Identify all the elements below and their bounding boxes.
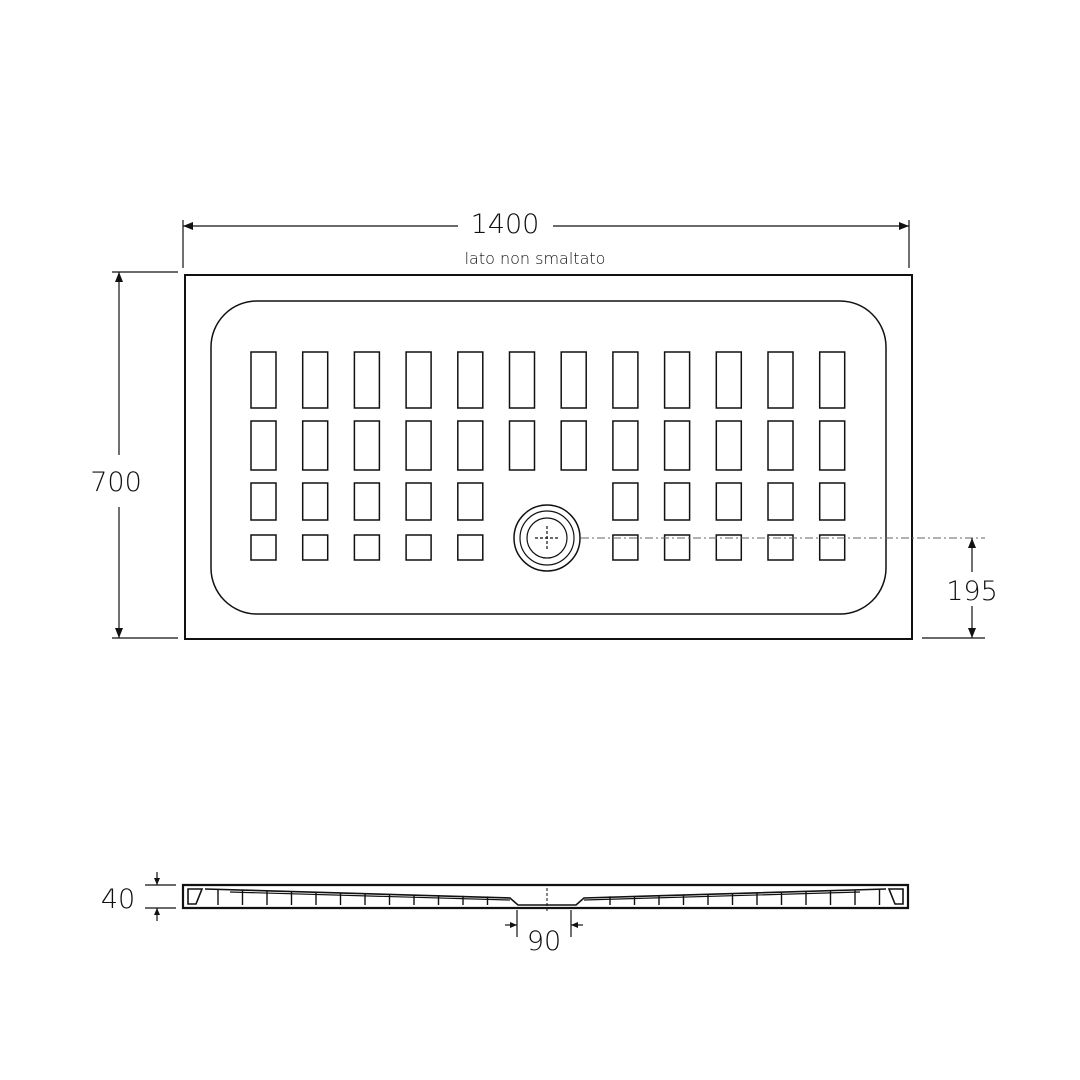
anti-slip-slot bbox=[612, 351, 639, 409]
drain-icon bbox=[513, 504, 581, 572]
anti-slip-slot bbox=[612, 482, 639, 521]
width-label: 1400 bbox=[471, 209, 540, 240]
anti-slip-slot bbox=[767, 420, 794, 471]
anti-slip-slot bbox=[508, 420, 536, 471]
anti-slip-slot bbox=[405, 351, 432, 409]
anti-slip-slot bbox=[818, 482, 846, 521]
width-dimension: 1400 lato non smaltato bbox=[182, 209, 910, 268]
anti-slip-slot bbox=[663, 482, 691, 521]
anti-slip-slot bbox=[405, 534, 432, 561]
anti-slip-slot bbox=[405, 420, 432, 471]
anti-slip-slot bbox=[818, 534, 846, 561]
anti-slip-slot bbox=[612, 534, 639, 561]
anti-slip-slot bbox=[663, 351, 691, 409]
anti-slip-slot bbox=[353, 534, 381, 561]
anti-slip-slot bbox=[508, 351, 536, 409]
anti-slip-slot bbox=[457, 420, 484, 471]
anti-slip-slot bbox=[301, 482, 329, 521]
anti-slip-slot bbox=[715, 420, 743, 471]
anti-slip-slot bbox=[457, 534, 484, 561]
anti-slip-slot bbox=[663, 420, 691, 471]
anti-slip-slot bbox=[715, 351, 743, 409]
drain-offset-label: 195 bbox=[946, 576, 998, 607]
anti-slip-slot bbox=[767, 534, 794, 561]
anti-slip-slot bbox=[301, 351, 329, 409]
anti-slip-slot bbox=[560, 420, 587, 471]
anti-slip-slot bbox=[353, 351, 381, 409]
anti-slip-slot bbox=[301, 420, 329, 471]
anti-slip-slot bbox=[818, 420, 846, 471]
anti-slip-slot bbox=[663, 534, 691, 561]
anti-slip-slot bbox=[250, 351, 277, 409]
anti-slip-slot bbox=[457, 482, 484, 521]
anti-slip-slot bbox=[715, 482, 743, 521]
anti-slip-slot bbox=[405, 482, 432, 521]
tray-inner-basin bbox=[210, 300, 887, 615]
anti-slip-slot bbox=[767, 482, 794, 521]
anti-slip-slot bbox=[301, 534, 329, 561]
anti-slip-slot bbox=[715, 534, 743, 561]
anti-slip-slot bbox=[457, 351, 484, 409]
drain-width-label: 90 bbox=[527, 926, 561, 957]
anti-slip-slot bbox=[250, 420, 277, 471]
height-label: 40 bbox=[101, 884, 135, 915]
anti-slip-slot bbox=[250, 482, 277, 521]
anti-slip-slot bbox=[767, 351, 794, 409]
tray-plan-view bbox=[184, 274, 913, 640]
depth-label: 700 bbox=[90, 467, 142, 498]
tray-outline bbox=[184, 274, 913, 640]
anti-slip-slot bbox=[560, 351, 587, 409]
section-grooves bbox=[217, 889, 881, 905]
height-dimension: 40 bbox=[101, 872, 176, 921]
anti-slip-slot bbox=[353, 482, 381, 521]
anti-slip-slot bbox=[353, 420, 381, 471]
anti-slip-slots bbox=[250, 351, 846, 561]
drain-offset-dimension: 195 bbox=[581, 537, 998, 639]
tray-section-view bbox=[181, 883, 910, 912]
anti-slip-slot bbox=[612, 420, 639, 471]
anti-slip-slot bbox=[250, 534, 277, 561]
depth-dimension: 700 bbox=[90, 271, 178, 639]
width-note: lato non smaltato bbox=[465, 249, 606, 268]
drain-width-dimension: 90 bbox=[505, 910, 583, 957]
anti-slip-slot bbox=[818, 351, 846, 409]
